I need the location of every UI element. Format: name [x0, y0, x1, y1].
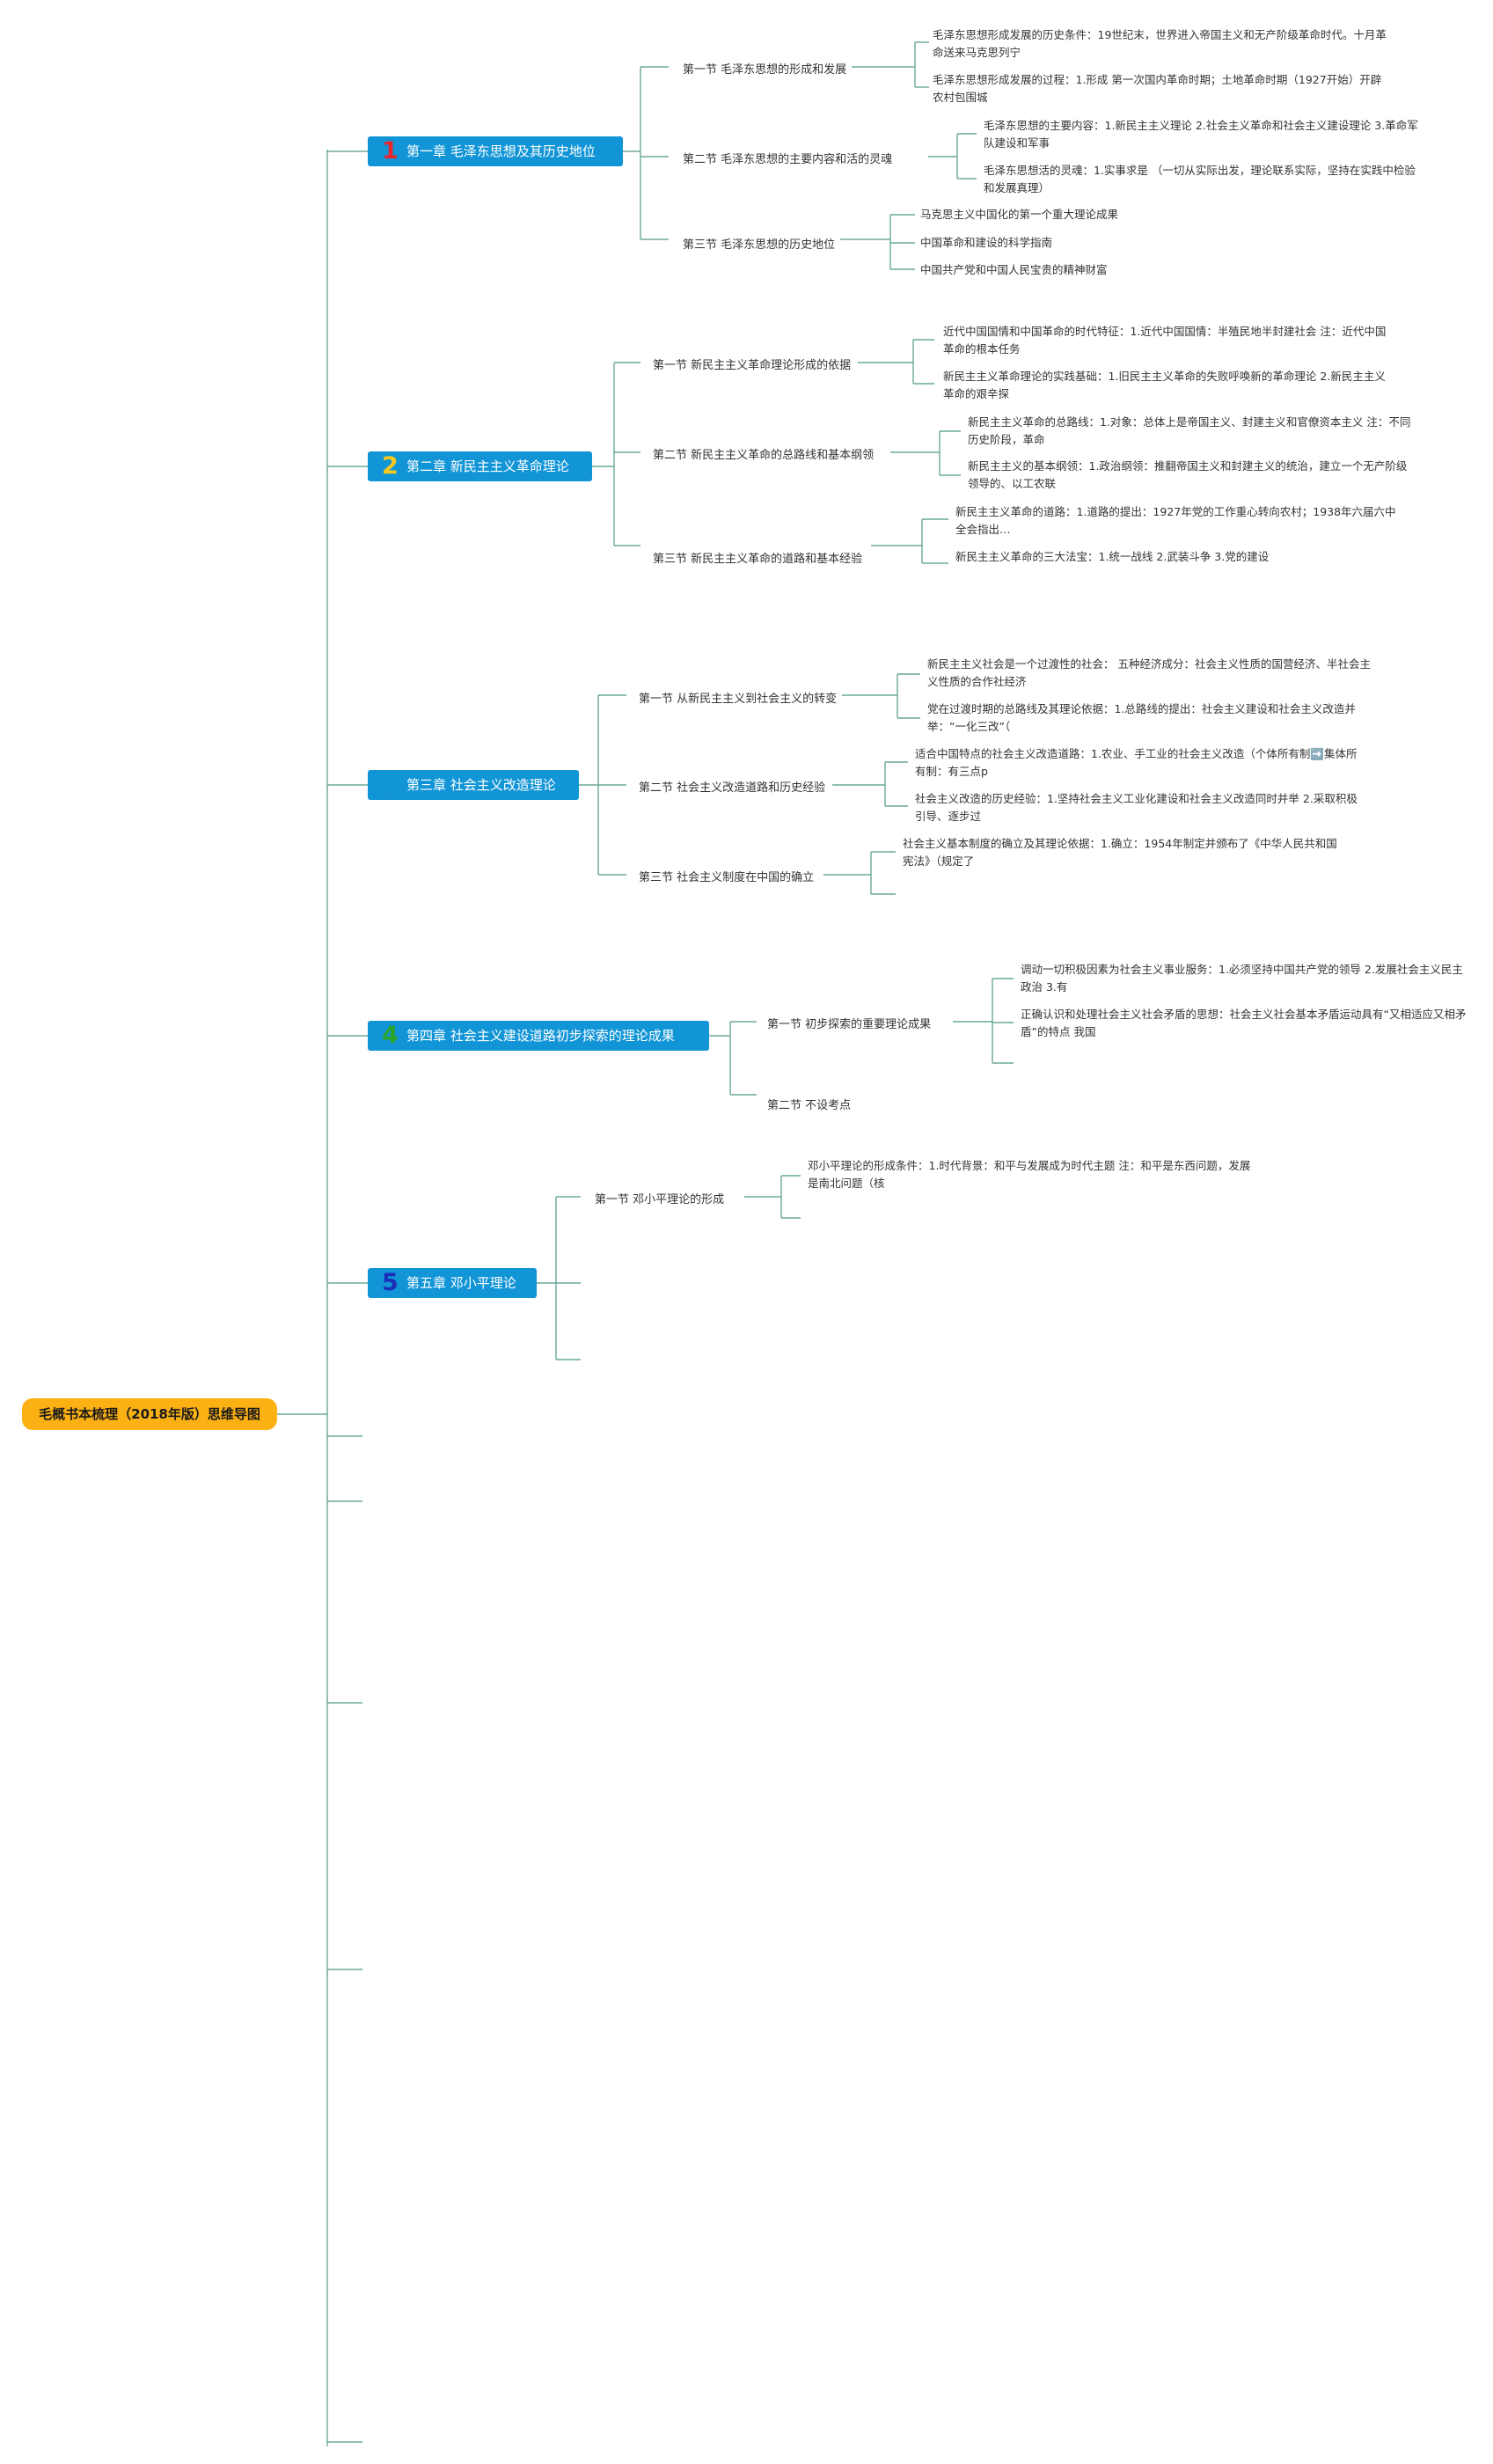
chapter-1-title: 第一章 毛泽东思想及其历史地位	[406, 143, 596, 159]
ch3-section-1[interactable]: 第一节 从新民主主义到社会主义的转变	[639, 693, 838, 706]
ch3-s2-item-2[interactable]: 社会主义改造的历史经验：1.坚持社会主义工业化建设和社会主义改造同时并举 2.采…	[915, 792, 1358, 823]
ch3-s1-item-2[interactable]: 党在过渡时期的总路线及其理论依据：1.总路线的提出：社会主义建设和社会主义改造并…	[927, 702, 1356, 733]
chapter-2-number: 2	[382, 452, 399, 480]
chapter-1-node[interactable]: 1 第一章 毛泽东思想及其历史地位	[368, 136, 623, 166]
ch1-s1-item-1[interactable]: 毛泽东思想形成发展的历史条件：19世纪末，世界进入帝国主义和无产阶级革命时代。十…	[933, 28, 1387, 59]
ch1-section-2[interactable]: 第二节 毛泽东思想的主要内容和活的灵魂	[683, 153, 893, 166]
ch2-s2-item-1[interactable]: 新民主主义革命的总路线：1.对象：总体上是帝国主义、封建主义和官僚资本主义 注：…	[968, 415, 1411, 446]
ch2-s1-item-1[interactable]: 近代中国国情和中国革命的时代特征：1.近代中国国情：半殖民地半封建社会 注：近代…	[943, 325, 1387, 356]
ch1-s3-item-3[interactable]: 中国共产党和中国人民宝贵的精神财富	[920, 263, 1108, 276]
ch2-s2-item-2[interactable]: 新民主主义的基本纲领：1.政治纲领：推翻帝国主义和封建主义的统治，建立一个无产阶…	[968, 459, 1408, 490]
ch5-s1-item-1[interactable]: 邓小平理论的形成条件：1.时代背景：和平与发展成为时代主题 注：和平是东西问题，…	[808, 1159, 1251, 1190]
chapter-2-title: 第二章 新民主主义革命理论	[406, 458, 569, 474]
chapter-4-node[interactable]: 4 第四章 社会主义建设道路初步探索的理论成果	[368, 1021, 709, 1051]
ch3-s3-item-1[interactable]: 社会主义基本制度的确立及其理论依据：1.确立：1954年制定并颁布了《中华人民共…	[903, 837, 1337, 868]
chapter-3-node[interactable]: 3 第三章 社会主义改造理论	[368, 770, 579, 800]
ch2-section-2[interactable]: 第二节 新民主主义革命的总路线和基本纲领	[653, 449, 875, 462]
chapter-3-title: 第三章 社会主义改造理论	[406, 777, 556, 793]
ch2-section-1[interactable]: 第一节 新民主主义革命理论形成的依据	[653, 359, 852, 372]
ch3-section-2[interactable]: 第二节 社会主义改造道路和历史经验	[639, 781, 826, 795]
chapter-4-number: 4	[382, 1022, 399, 1049]
ch1-section-3[interactable]: 第三节 毛泽东思想的历史地位	[683, 238, 836, 252]
ch1-s2-item-2[interactable]: 毛泽东思想活的灵魂：1.实事求是 （一切从实际出发，理论联系实际，坚持在实践中检…	[984, 164, 1416, 194]
ch1-s3-item-2[interactable]: 中国革命和建设的科学指南	[920, 236, 1053, 249]
chapter-5-number: 5	[382, 1269, 399, 1296]
ch4-section-2[interactable]: 第二节 不设考点	[767, 1099, 852, 1112]
ch4-s1-item-1[interactable]: 调动一切积极因素为社会主义事业服务：1.必须坚持中国共产党的领导 2.发展社会主…	[1021, 963, 1463, 994]
chapter-1-number: 1	[382, 137, 399, 165]
root-topic[interactable]: 毛概书本梳理（2018年版）思维导图	[22, 1398, 277, 1430]
ch3-s2-item-1[interactable]: 适合中国特点的社会主义改造道路：1.农业、手工业的社会主义改造（个体所有制➡️集…	[915, 747, 1358, 778]
ch4-section-1[interactable]: 第一节 初步探索的重要理论成果	[767, 1018, 932, 1031]
chapter-2-node[interactable]: 2 第二章 新民主主义革命理论	[368, 451, 592, 481]
ch3-section-3[interactable]: 第三节 社会主义制度在中国的确立	[639, 871, 815, 884]
ch2-s3-item-1[interactable]: 新民主主义革命的道路：1.道路的提出：1927年党的工作重心转向农村；1938年…	[955, 505, 1396, 536]
chapter-3-number: 3	[382, 771, 399, 798]
ch2-section-3[interactable]: 第三节 新民主主义革命的道路和基本经验	[653, 553, 863, 566]
ch2-s1-item-2[interactable]: 新民主主义革命理论的实践基础：1.旧民主主义革命的失败呼唤新的革命理论 2.新民…	[943, 370, 1386, 400]
ch1-s3-item-1[interactable]: 马克思主义中国化的第一个重大理论成果	[920, 208, 1119, 221]
ch1-section-1[interactable]: 第一节 毛泽东思想的形成和发展	[683, 63, 847, 77]
ch3-s1-item-1[interactable]: 新民主主义社会是一个过渡性的社会： 五种经济成分：社会主义性质的国营经济、半社会…	[927, 657, 1371, 688]
chapter-5-title: 第五章 邓小平理论	[406, 1275, 516, 1291]
ch4-s1-item-2[interactable]: 正确认识和处理社会主义社会矛盾的思想：社会主义社会基本矛盾运动具有“又相适应又相…	[1021, 1008, 1467, 1038]
chapter-4-title: 第四章 社会主义建设道路初步探索的理论成果	[406, 1028, 675, 1044]
chapter-5-node[interactable]: 5 第五章 邓小平理论	[368, 1268, 537, 1298]
ch5-section-1[interactable]: 第一节 邓小平理论的形成	[595, 1193, 725, 1206]
ch1-s1-item-2[interactable]: 毛泽东思想形成发展的过程：1.形成 第一次国内革命时期；土地革命时期（1927开…	[933, 73, 1382, 104]
ch2-s3-item-2[interactable]: 新民主主义革命的三大法宝：1.统一战线 2.武装斗争 3.党的建设	[955, 550, 1270, 563]
ch1-s2-item-1[interactable]: 毛泽东思想的主要内容：1.新民主主义理论 2.社会主义革命和社会主义建设理论 3…	[984, 119, 1418, 150]
